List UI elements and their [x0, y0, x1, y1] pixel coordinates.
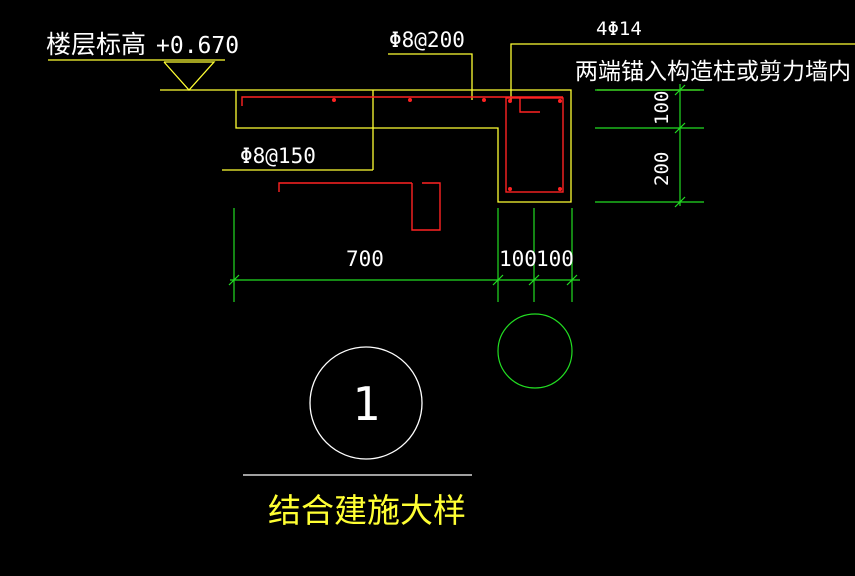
detail-number: 1 — [352, 377, 380, 431]
tick — [674, 196, 686, 208]
rebar-group — [241, 96, 564, 231]
top-bar-leader — [388, 53, 473, 100]
rebar-dots — [332, 98, 562, 191]
stirrup — [505, 97, 564, 193]
tick — [674, 84, 686, 96]
column-bar-label: 4Φ14 — [596, 18, 642, 40]
stirrup-hook — [519, 98, 540, 113]
rebar-dot — [408, 98, 412, 102]
rebar-dot — [508, 187, 512, 191]
floor-level-label: 楼层标高 — [46, 30, 146, 59]
detail-marker — [243, 346, 472, 476]
dimension-100-b: 100 — [536, 247, 574, 271]
rebar-dot — [482, 98, 486, 102]
elevation-triangle — [163, 61, 216, 91]
bottom-rebar-sample — [278, 182, 412, 192]
dimension-vertical-200: 200 — [651, 152, 673, 186]
column-marker-circle — [497, 313, 573, 389]
tick — [566, 274, 578, 286]
concrete-outline — [48, 43, 855, 203]
anchor-note: 两端锚入构造柱或剪力墙内 — [575, 59, 851, 85]
tick — [528, 274, 540, 286]
rebar-dot — [332, 98, 336, 102]
rebar-dot — [508, 99, 512, 103]
dimension-100-a: 100 — [499, 247, 537, 271]
tick — [492, 274, 504, 286]
dimension-lines — [228, 84, 704, 389]
tick — [674, 122, 686, 134]
bottom-rebar-hook — [411, 182, 441, 231]
bottom-bar-label: Φ8@150 — [240, 144, 316, 168]
rebar-dot — [558, 187, 562, 191]
dimension-vertical-100: 100 — [651, 91, 673, 125]
detail-title: 结合建施大样 — [268, 491, 466, 530]
rebar-dot — [558, 99, 562, 103]
elevation-value: +0.670 — [156, 33, 239, 59]
slab-beam-outline — [235, 89, 572, 203]
top-bar-label: Φ8@200 — [389, 28, 465, 52]
detail-number-circle — [309, 346, 423, 460]
top-rebar — [241, 96, 563, 106]
column-bar-leader — [510, 43, 855, 100]
dimension-700: 700 — [346, 247, 384, 271]
tick — [228, 274, 240, 286]
